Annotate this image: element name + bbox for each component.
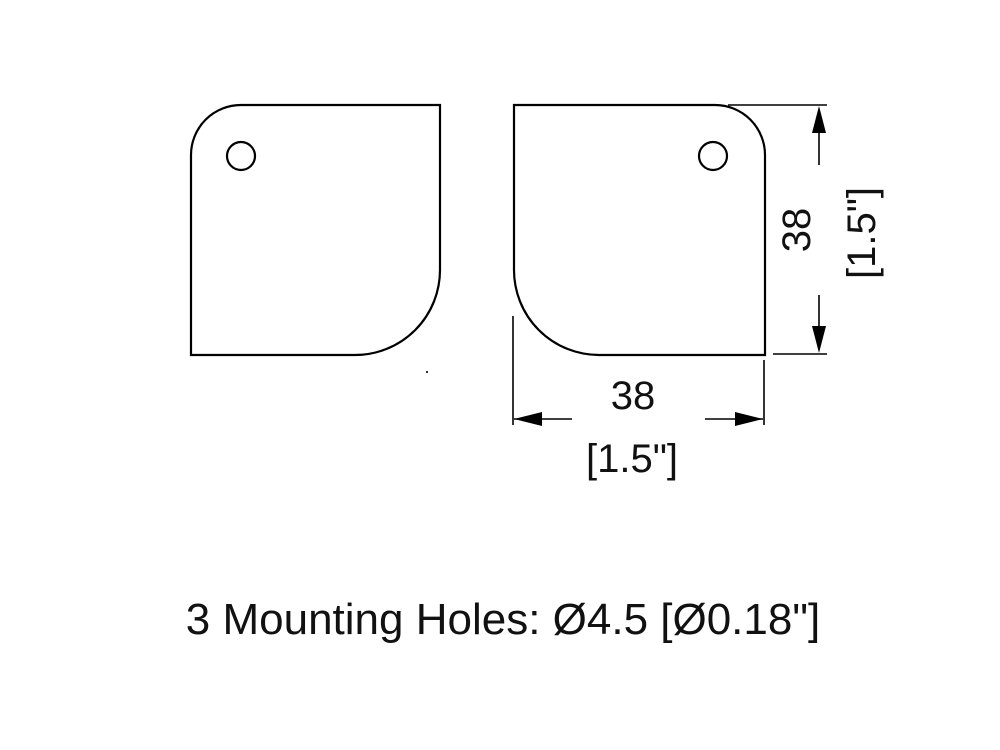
- width-arrow-right-icon: [735, 412, 763, 426]
- width-imperial: [1.5"]: [586, 437, 678, 481]
- width-value: 38: [611, 374, 656, 418]
- width-arrow-left-icon: [514, 412, 542, 426]
- width-dimension: 38 [1.5"]: [512, 316, 765, 481]
- mounting-holes-note: 3 Mounting Holes: Ø4.5 [Ø0.18"]: [186, 595, 820, 644]
- height-value: 38: [775, 208, 819, 253]
- stray-mark: [426, 371, 428, 373]
- right-bracket-mounting-hole: [697, 140, 729, 172]
- height-arrow-up-icon: [812, 106, 826, 133]
- height-dimension: 38 [1.5"]: [728, 104, 884, 355]
- left-bracket-outline: [189, 103, 442, 357]
- height-arrow-down-icon: [812, 326, 826, 353]
- height-imperial: [1.5"]: [840, 187, 884, 279]
- left-bracket-mounting-hole: [225, 140, 257, 172]
- right-bracket-outline: [512, 103, 767, 357]
